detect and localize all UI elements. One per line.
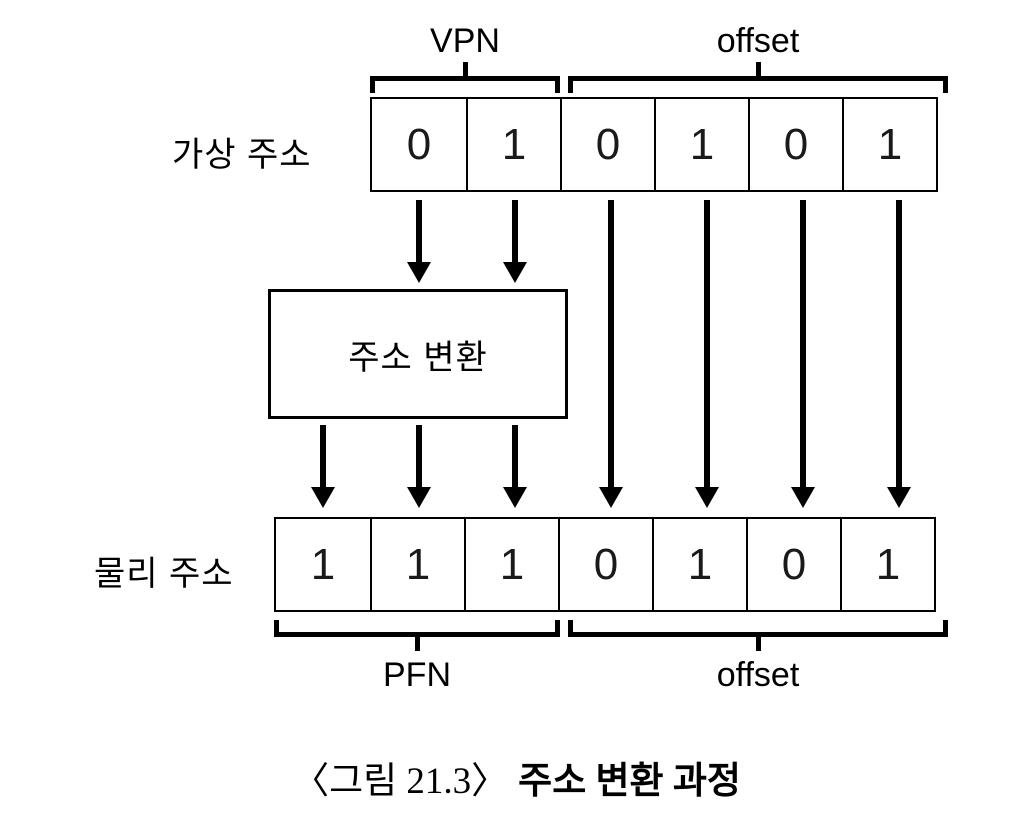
physical-bit-cell: 1 — [464, 519, 558, 610]
down-arrow-offset-bit2 — [800, 200, 806, 487]
offset-field-label-top: offset — [716, 22, 800, 60]
pfn-bracket-tick — [415, 637, 420, 651]
physical-bit-cell: 1 — [652, 519, 746, 610]
vpn-field-label: VPN — [430, 22, 500, 60]
offset-bracket-bottom-tick — [756, 637, 761, 651]
virtual-address-label: 가상 주소 — [172, 136, 312, 174]
vpn-bracket — [370, 62, 560, 93]
virtual-bit-cell: 1 — [842, 99, 936, 190]
physical-bit-cell: 0 — [746, 519, 840, 610]
pfn-field-label: PFN — [383, 656, 451, 694]
physical-address-label: 물리 주소 — [94, 555, 234, 593]
down-arrow-pfn-bit0 — [320, 425, 326, 487]
virtual-bit-cell: 0 — [748, 99, 842, 190]
virtual-bit-cell: 1 — [466, 99, 560, 190]
down-arrow-offset-bit3 — [896, 200, 902, 487]
vpn-bracket-tick — [463, 62, 468, 76]
down-arrow-offset-bit0 — [608, 200, 614, 487]
virtual-bit-cell: 0 — [560, 99, 654, 190]
physical-bit-cell: 1 — [840, 519, 934, 610]
down-arrow-pfn-bit1 — [416, 425, 422, 487]
physical-bit-cell: 1 — [370, 519, 464, 610]
offset-bracket-top — [568, 62, 948, 93]
address-translation-box: 주소 변환 — [268, 289, 568, 419]
virtual-bit-cell: 1 — [654, 99, 748, 190]
down-arrow-pfn-bit2 — [512, 425, 518, 487]
figure-caption-number: 〈그림 21.3〉 — [292, 761, 509, 802]
physical-bit-cell: 1 — [310, 539, 336, 589]
down-arrow-vpn-bit0 — [416, 200, 422, 262]
physical-address-row: 1 1 1 0 1 0 1 — [274, 517, 936, 612]
offset-bracket-top-tick — [756, 62, 761, 76]
figure-caption: 〈그림 21.3〉주소 변환 과정 — [0, 750, 1033, 804]
virtual-address-row: 0 1 0 1 0 1 — [370, 97, 938, 192]
offset-field-label-bottom: offset — [716, 656, 800, 694]
figure-caption-title: 주소 변환 과정 — [518, 761, 741, 802]
down-arrow-offset-bit1 — [704, 200, 710, 487]
offset-bracket-bottom — [568, 620, 948, 651]
virtual-bit-cell: 0 — [406, 119, 432, 169]
physical-bit-cell: 0 — [558, 519, 652, 610]
down-arrow-vpn-bit1 — [512, 200, 518, 262]
pfn-bracket — [274, 620, 560, 651]
